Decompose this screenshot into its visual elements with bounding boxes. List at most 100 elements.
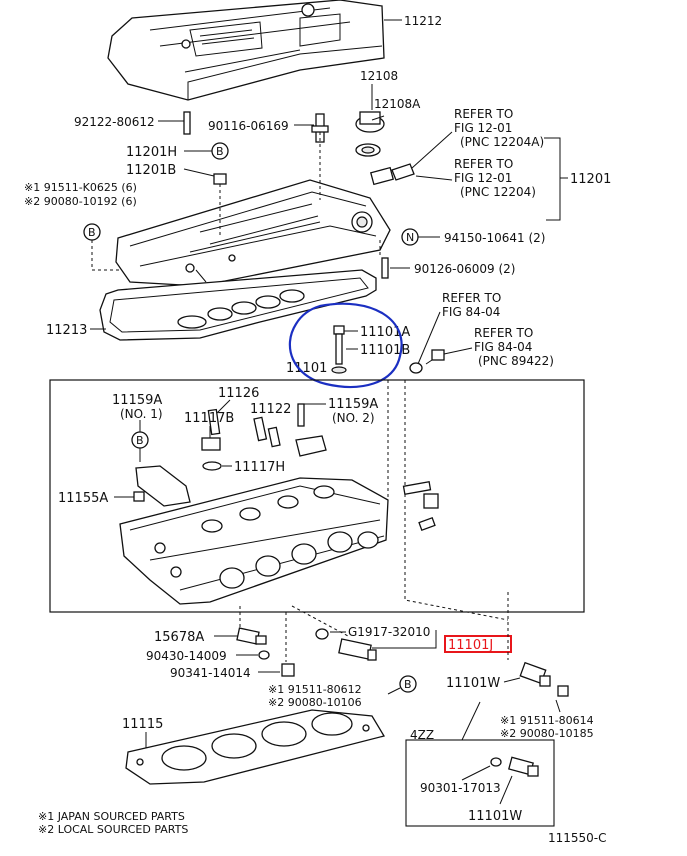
stud-90126 <box>381 257 389 279</box>
label-92122-80612: 92122-80612 <box>74 115 155 129</box>
label-G1917-32010: G1917-32010 <box>348 625 430 639</box>
label-11117B: 11117B <box>184 411 234 426</box>
nut-11201B <box>213 173 227 185</box>
label-90341-14014: 90341-14014 <box>170 666 251 680</box>
cylinder-head-gasket <box>125 709 386 785</box>
sensor-89422 <box>425 349 445 365</box>
camshaft-bearing-cap <box>135 465 191 507</box>
inset-4zz-frame <box>405 739 555 827</box>
label-4zz: 4ZZ <box>410 728 434 742</box>
sensor-4zz <box>508 756 539 777</box>
o-ring-G1917 <box>315 628 329 640</box>
o-ring-90301 <box>490 757 502 767</box>
figure-code: 111550-C <box>548 831 607 845</box>
label-11201B: 11201B <box>126 163 176 178</box>
refer-b-line1: REFER TO <box>454 157 513 171</box>
label-90301-17013: 90301-17013 <box>420 781 501 795</box>
refer-d-line3: (PNC 89422) <box>478 354 554 368</box>
refer-c-line2: FIG 84-04 <box>442 305 500 319</box>
crank-position-sensor <box>519 661 569 697</box>
refer-c-line1: REFER TO <box>442 291 501 305</box>
note-local-sourced: ※2 LOCAL SOURCED PARTS <box>38 823 188 836</box>
label-11201H: 11201H <box>126 145 177 160</box>
oil-filler-cap <box>355 111 385 157</box>
label-11126: 11126 <box>218 386 259 401</box>
oil-control-valve-seal <box>409 362 423 374</box>
label-11101W-4zz: 11101W <box>468 809 522 824</box>
cylinder-head-cover <box>115 179 391 287</box>
label-11101J: 11101J <box>448 638 493 653</box>
label-94150-10641: 94150-10641 (2) <box>444 231 546 245</box>
label-no2: (NO. 2) <box>332 411 375 425</box>
plug-11117B <box>201 437 221 451</box>
label-90430-14009: 90430-14009 <box>146 649 227 663</box>
cylinder-head-body <box>119 477 389 605</box>
label-91511-K0625: ※1 91511-K0625 (6) <box>24 181 137 194</box>
label-11122: 11122 <box>250 402 291 417</box>
plug-90341 <box>281 663 295 677</box>
svg-text:B: B <box>136 434 144 447</box>
refer-d-line1: REFER TO <box>474 326 533 340</box>
pin-11126 <box>207 408 221 436</box>
gasket-90430 <box>258 650 270 660</box>
cover-gasket <box>99 269 377 341</box>
highlight-box <box>444 635 512 653</box>
marker-b-2: B <box>83 223 101 241</box>
label-11159A-no1: 11159A <box>112 393 162 408</box>
o-ring-11117H <box>202 461 222 471</box>
label-11101: 11101 <box>286 361 327 376</box>
svg-text:B: B <box>88 226 96 239</box>
label-12108: 12108 <box>360 69 398 83</box>
marker-n: N <box>401 228 419 246</box>
label-90080-10106: ※2 90080-10106 <box>268 696 362 709</box>
refer-d-line2: FIG 84-04 <box>474 340 532 354</box>
label-11212: 11212 <box>404 14 442 28</box>
highlight-circle <box>288 302 403 388</box>
label-90080-10192: ※2 90080-10192 (6) <box>24 195 137 208</box>
svg-text:N: N <box>406 231 414 244</box>
label-11201: 11201 <box>570 172 611 187</box>
dowel-11155A <box>133 491 145 502</box>
label-90116-06169: 90116-06169 <box>208 119 289 133</box>
label-11101B: 11101B <box>360 343 410 358</box>
label-11101A: 11101A <box>360 325 410 340</box>
guide-11122 <box>253 416 281 448</box>
label-12108A: 12108A <box>374 97 421 111</box>
label-91511-80614: ※1 91511-80614 <box>500 714 594 727</box>
bracket-no2 <box>295 435 327 457</box>
cylinder-head-frame <box>49 379 585 613</box>
label-90080-10185: ※2 90080-10185 <box>500 727 594 740</box>
stud-bolt-92122 <box>183 111 191 135</box>
label-11101W: 11101W <box>446 676 500 691</box>
svg-text:B: B <box>404 678 412 691</box>
note-japan-sourced: ※1 JAPAN SOURCED PARTS <box>38 810 185 823</box>
stud-bolt-90116 <box>311 113 329 143</box>
label-11155A: 11155A <box>58 491 108 506</box>
label-15678A: 15678A <box>154 630 204 645</box>
svg-text:B: B <box>216 145 224 158</box>
engine-cover <box>107 0 385 101</box>
refer-b-line3: (PNC 12204) <box>460 185 536 199</box>
refer-a-line3: (PNC 12204A) <box>460 135 544 149</box>
pcv-valve <box>369 163 415 186</box>
refer-b-line2: FIG 12-01 <box>454 171 512 185</box>
refer-a-line2: FIG 12-01 <box>454 121 512 135</box>
refer-a-line1: REFER TO <box>454 107 513 121</box>
cam-position-sensor <box>338 638 377 661</box>
oil-pressure-switch <box>236 627 267 645</box>
tube-parts <box>402 481 439 531</box>
label-91511-80612: ※1 91511-80612 <box>268 683 362 696</box>
marker-b-1: B <box>211 142 229 160</box>
label-11213: 11213 <box>46 323 87 338</box>
label-no1: (NO. 1) <box>120 407 163 421</box>
label-90126-06009: 90126-06009 (2) <box>414 262 516 276</box>
head-bolt-11101A <box>331 325 347 374</box>
marker-b-3: B <box>131 431 149 449</box>
label-11117H: 11117H <box>234 460 285 475</box>
marker-b-4: B <box>399 675 417 693</box>
label-11115: 11115 <box>122 717 163 732</box>
label-11159A-no2: 11159A <box>328 397 378 412</box>
bolt-11159A-no2 <box>297 403 305 427</box>
